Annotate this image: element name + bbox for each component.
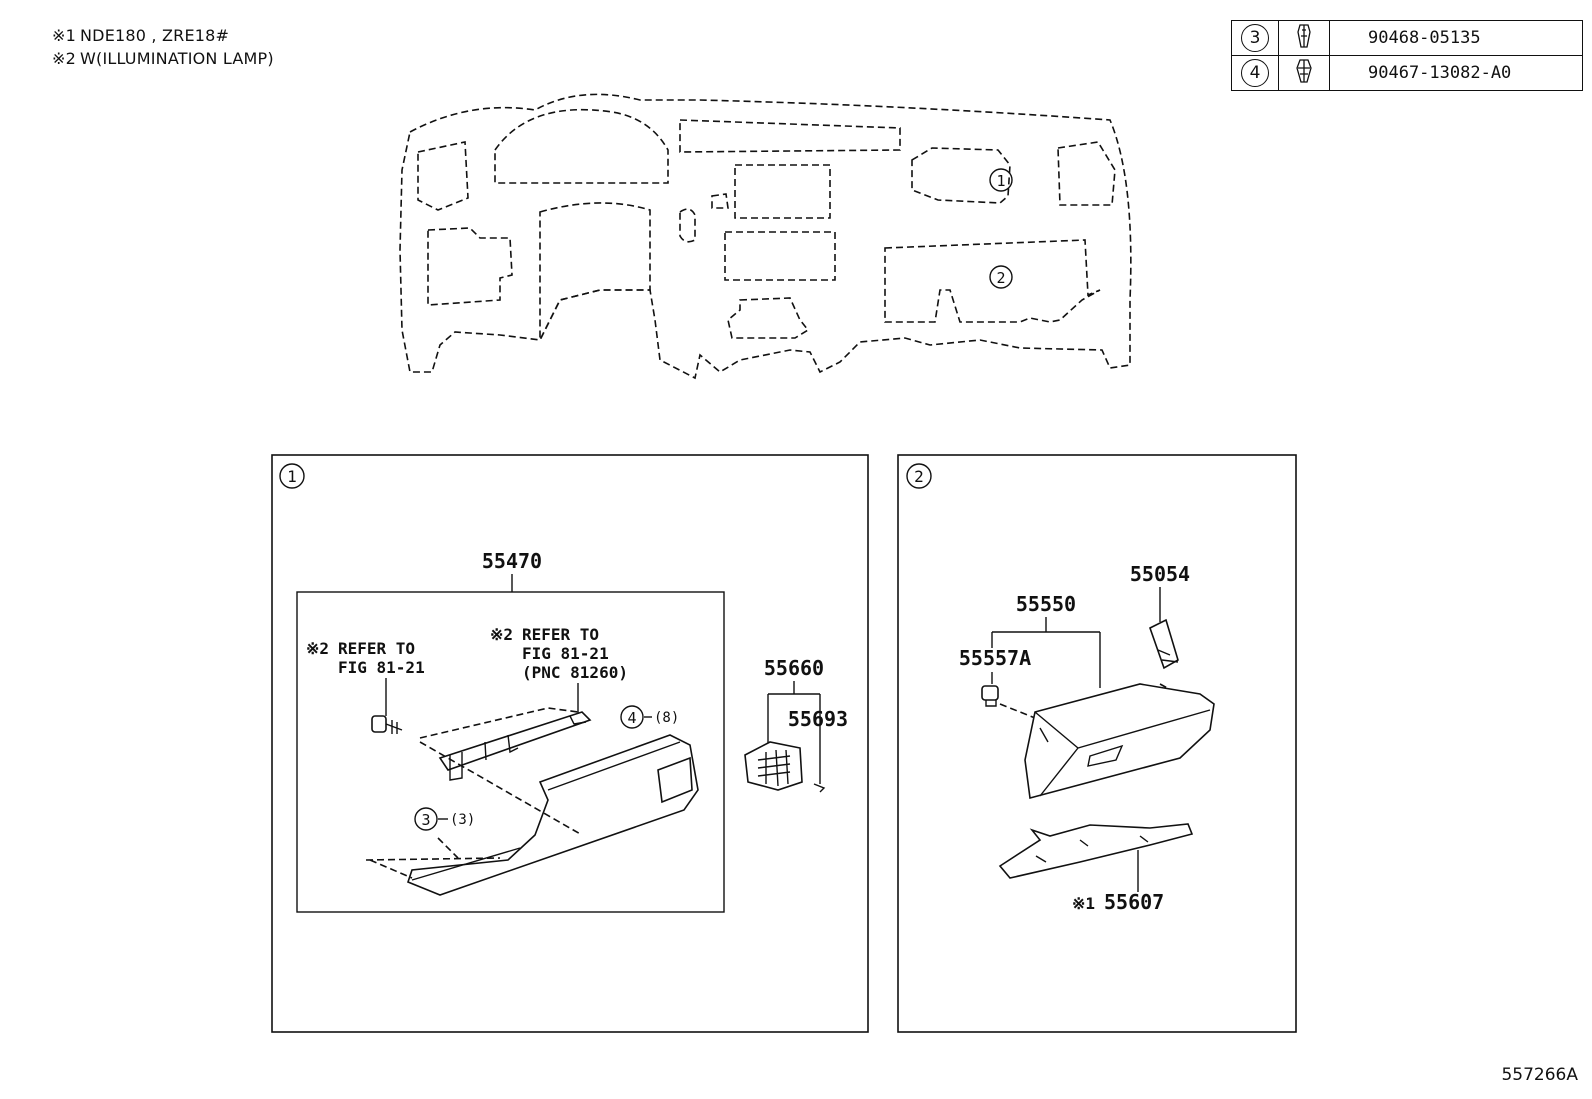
refer-b-line1: REFER TO: [522, 625, 599, 644]
note-text: NDE180 , ZRE18#: [80, 26, 230, 45]
glove-box-icon: [1024, 683, 1215, 800]
lamp-bracket-icon: [438, 711, 592, 781]
note-mark: ※2: [52, 49, 76, 68]
lower-panel-icon: [998, 823, 1194, 879]
dashboard-outline: 1 2: [399, 93, 1132, 380]
clip4-callout: [620, 705, 644, 729]
label-55660: 55660: [764, 656, 824, 680]
panel-1-callout-text: 1: [287, 467, 297, 486]
refer-a-mark: ※2: [306, 639, 329, 658]
sub-assembly-frame: [296, 591, 725, 913]
figure-code: 557266A: [1501, 1065, 1578, 1085]
table-row: 4 90467-13082-A0: [1231, 55, 1583, 91]
refer-b-mark: ※2: [490, 625, 513, 644]
clip3-ref: 3: [421, 811, 430, 829]
note-mark: ※1: [52, 26, 76, 45]
table-row: 3 90468-05135: [1231, 20, 1583, 56]
panel-2-callout: [906, 463, 932, 489]
panel-2-callout-text: 2: [914, 467, 924, 486]
panel-1-frame: [271, 454, 869, 1033]
label-55607-mark: ※1: [1072, 894, 1095, 913]
ref-cell: 3: [1231, 20, 1279, 56]
ref-number: 4: [1241, 59, 1269, 87]
fastener-table: 3 90468-05135 4 90467-13082-A0: [1231, 20, 1583, 91]
note-text: W(ILLUMINATION LAMP): [80, 49, 274, 68]
refer-a-line2: FIG 81-21: [338, 658, 425, 677]
label-55550: 55550: [1016, 592, 1076, 616]
panel-2-frame: [897, 454, 1297, 1033]
panel-1: 1 55470 ※2 REFER TO FIG 81-21 ※2 REFER T…: [271, 454, 869, 1033]
clip3-callout: [414, 807, 438, 831]
clip4-qty: (8): [654, 710, 679, 726]
overview-callout-1-text: 1: [996, 172, 1005, 190]
label-55054: 55054: [1130, 562, 1190, 586]
refer-a-line1: REFER TO: [338, 639, 415, 658]
clip3-qty: (3): [450, 812, 475, 828]
part-number-cell: 90468-05135: [1329, 20, 1583, 56]
ref-cell: 4: [1231, 55, 1279, 91]
panel-1-callout: [279, 463, 305, 489]
damper-icon: [1149, 618, 1179, 670]
panel-2: 2 55054 55550 55557A ※1 55607: [897, 454, 1297, 1033]
overview-callout-2-text: 2: [996, 269, 1005, 287]
air-vent-icon: [744, 741, 826, 793]
refer-b-line3: (PNC 81260): [522, 663, 628, 682]
label-55557A: 55557A: [959, 646, 1031, 670]
label-55607: 55607: [1104, 890, 1164, 914]
overview-callout-2: [989, 265, 1013, 289]
clip-icon: [1278, 55, 1330, 91]
ref-number: 3: [1241, 24, 1269, 52]
glove-box-door-icon: [407, 734, 699, 896]
label-55693: 55693: [788, 707, 848, 731]
part-number-cell: 90467-13082-A0: [1329, 55, 1583, 91]
label-55470: 55470: [482, 549, 542, 573]
overview-callout-1: [989, 168, 1013, 192]
clip4-ref: 4: [627, 709, 636, 727]
refer-b-line2: FIG 81-21: [522, 644, 609, 663]
bumper-icon: [981, 685, 999, 707]
bulb-socket-icon: [371, 715, 403, 734]
